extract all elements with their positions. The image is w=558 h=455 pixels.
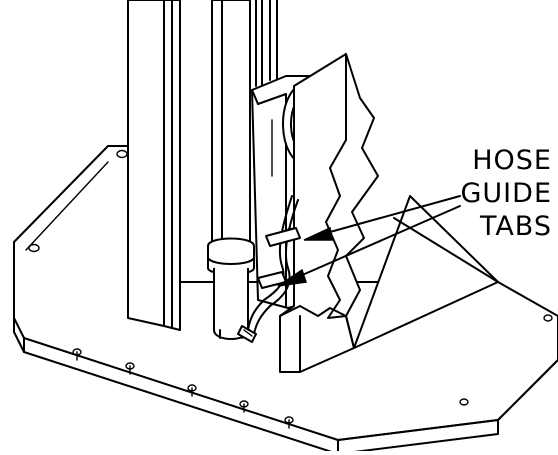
callout-leaders — [277, 195, 461, 287]
chain-rods — [255, 0, 278, 87]
callout-line-hose: HOSE — [472, 145, 552, 176]
callout-label: HOSE GUIDE TABS — [452, 144, 552, 243]
hydraulic-cylinder — [207, 0, 255, 340]
callout-line-guide: GUIDE — [460, 178, 552, 209]
rear-column — [127, 0, 181, 331]
mounting-holes — [28, 149, 553, 429]
callout-line-tabs: TABS — [479, 211, 552, 242]
hose-guide-tab-upper — [265, 227, 301, 247]
